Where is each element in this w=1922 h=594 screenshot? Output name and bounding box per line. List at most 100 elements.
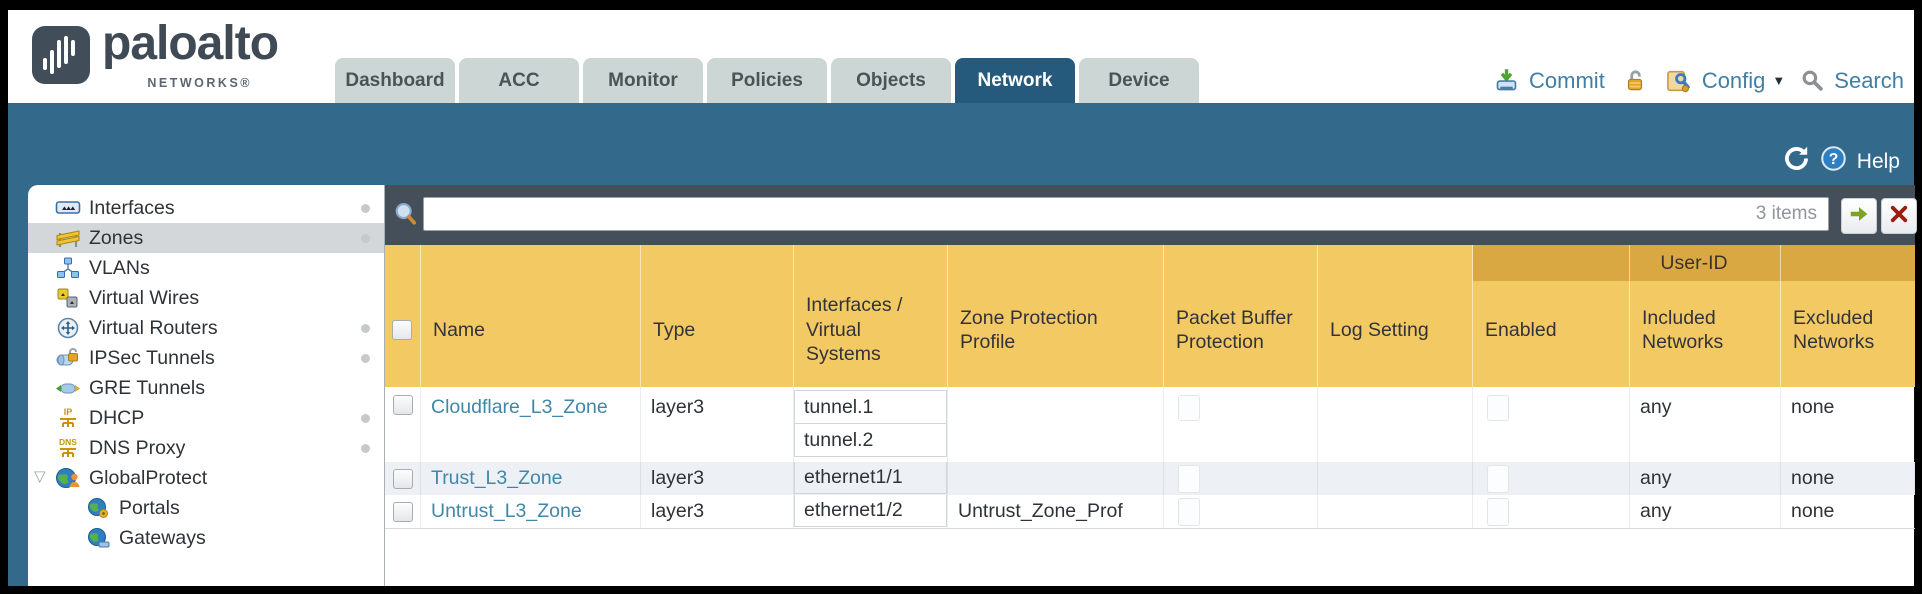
packet-buffer-protection-checkbox[interactable]	[1178, 497, 1200, 526]
sidebar-item-globalprotect[interactable]: ▽ GlobalProtect	[28, 463, 384, 493]
zones-icon	[55, 226, 81, 250]
select-all-checkbox[interactable]	[392, 320, 412, 340]
column-header-interfaces-virtual-systems: Interfaces / Virtual Systems	[794, 245, 948, 387]
status-dot	[361, 234, 370, 243]
status-dot	[361, 444, 370, 453]
clear-filter-button[interactable]	[1881, 198, 1917, 234]
row-checkbox[interactable]	[392, 395, 413, 415]
included-networks-cell: any	[1630, 495, 1781, 528]
sidebar-item-zones[interactable]: Zones	[28, 223, 384, 253]
search-button[interactable]: Search	[1834, 67, 1904, 93]
sidebar-item-virtual-wires[interactable]: Virtual Wires	[28, 283, 384, 313]
tab-network[interactable]: Network	[955, 58, 1075, 103]
tab-acc[interactable]: ACC	[459, 58, 579, 103]
interface-entry: ethernet1/1	[794, 462, 947, 494]
zone-name-link[interactable]: Cloudflare_L3_Zone	[431, 396, 608, 418]
sidebar-item-label: Interfaces	[89, 196, 175, 219]
interface-entry: ethernet1/2	[794, 495, 947, 527]
sidebar-item-dns-proxy[interactable]: DNS DNS Proxy	[28, 433, 384, 463]
interface-entry: tunnel.1	[794, 390, 947, 424]
virtual-routers-icon	[55, 316, 81, 340]
sidebar-item-vlans[interactable]: VLANs	[28, 253, 384, 283]
row-checkbox[interactable]	[392, 468, 413, 489]
expander-triangle-icon[interactable]: ▽	[34, 468, 46, 485]
status-dot	[361, 354, 370, 363]
packet-buffer-protection-cell	[1164, 387, 1318, 462]
tab-policies[interactable]: Policies	[707, 58, 827, 103]
sidebar-item-label: Virtual Routers	[89, 316, 218, 339]
refresh-icon[interactable]	[1783, 145, 1810, 178]
row-checkbox[interactable]	[392, 501, 413, 522]
user-id-enabled-checkbox[interactable]	[1487, 497, 1509, 526]
config-button[interactable]: Config	[1701, 67, 1766, 93]
sidebar-item-virtual-routers[interactable]: Virtual Routers	[28, 313, 384, 343]
lock-icon[interactable]	[1622, 68, 1648, 94]
packet-buffer-protection-checkbox[interactable]	[1178, 464, 1200, 493]
zone-name-link[interactable]: Untrust_L3_Zone	[431, 500, 582, 522]
help-label[interactable]: Help	[1856, 149, 1900, 173]
svg-text:IP: IP	[64, 407, 73, 417]
select-all-header-cell	[385, 245, 421, 387]
sidebar-item-label: GRE Tunnels	[89, 376, 205, 399]
packet-buffer-protection-cell	[1164, 462, 1318, 495]
user-id-enabled-cell	[1473, 495, 1630, 528]
column-header-enabled: Enabled	[1473, 245, 1630, 387]
tab-monitor[interactable]: Monitor	[583, 58, 703, 103]
sidebar-item-portals[interactable]: Portals	[28, 493, 384, 523]
row-select-cell	[385, 462, 421, 495]
help-icon[interactable]: ?	[1820, 145, 1847, 178]
dns-proxy-icon: DNS	[55, 436, 81, 460]
zone-name-cell: Untrust_L3_Zone	[421, 495, 641, 528]
tab-dashboard[interactable]: Dashboard	[335, 58, 455, 103]
row-select-cell	[385, 495, 421, 528]
search-icon	[1800, 68, 1825, 93]
zone-name-cell: Cloudflare_L3_Zone	[421, 387, 641, 462]
sidebar-item-interfaces[interactable]: Interfaces	[28, 193, 384, 223]
commit-button[interactable]: Commit	[1529, 67, 1605, 93]
vlans-icon	[55, 256, 81, 280]
apply-filter-button[interactable]	[1841, 198, 1877, 234]
user-id-group-header: User-ID	[1473, 245, 1915, 281]
tab-device[interactable]: Device	[1079, 58, 1199, 103]
sidebar-item-label: GlobalProtect	[89, 466, 208, 489]
sidebar-item-gateways[interactable]: Gateways	[28, 523, 384, 553]
user-id-enabled-checkbox[interactable]	[1487, 464, 1509, 493]
gre-tunnels-icon	[55, 376, 81, 400]
config-icon	[1665, 67, 1693, 95]
excluded-networks-cell: none	[1781, 495, 1915, 528]
included-networks-cell: any	[1630, 387, 1781, 462]
interface-entry: tunnel.2	[794, 423, 947, 457]
user-id-enabled-cell	[1473, 462, 1630, 495]
chevron-down-icon[interactable]: ▼	[1772, 73, 1786, 88]
virtual-wires-icon	[55, 286, 81, 310]
user-id-enabled-checkbox[interactable]	[1487, 395, 1509, 421]
zone-type-cell: layer3	[641, 387, 794, 462]
sidebar-item-label: Zones	[89, 226, 144, 249]
column-header-included-networks: Included Networks	[1630, 245, 1781, 387]
sidebar-item-label: VLANs	[89, 256, 150, 279]
tab-objects[interactable]: Objects	[831, 58, 951, 103]
sidebar-item-ipsec-tunnels[interactable]: IPSec Tunnels	[28, 343, 384, 373]
filter-input[interactable]	[423, 197, 1829, 231]
sidebar-item-gre-tunnels[interactable]: GRE Tunnels	[28, 373, 384, 403]
log-setting-cell	[1318, 387, 1473, 462]
dhcp-icon: IP	[55, 406, 81, 430]
column-header-zone-protection-profile: Zone Protection Profile	[948, 245, 1164, 387]
sidebar-item-label: DNS Proxy	[89, 436, 186, 459]
status-dot	[361, 204, 370, 213]
svg-text:DNS: DNS	[59, 437, 77, 447]
red-x-icon	[1889, 204, 1909, 229]
interfaces-cell: ethernet1/2	[794, 495, 948, 528]
packet-buffer-protection-checkbox[interactable]	[1178, 395, 1200, 421]
zone-name-link[interactable]: Trust_L3_Zone	[431, 467, 563, 489]
filter-magnifier-icon	[392, 200, 420, 233]
filter-toolbar: 3 items	[385, 185, 1917, 245]
